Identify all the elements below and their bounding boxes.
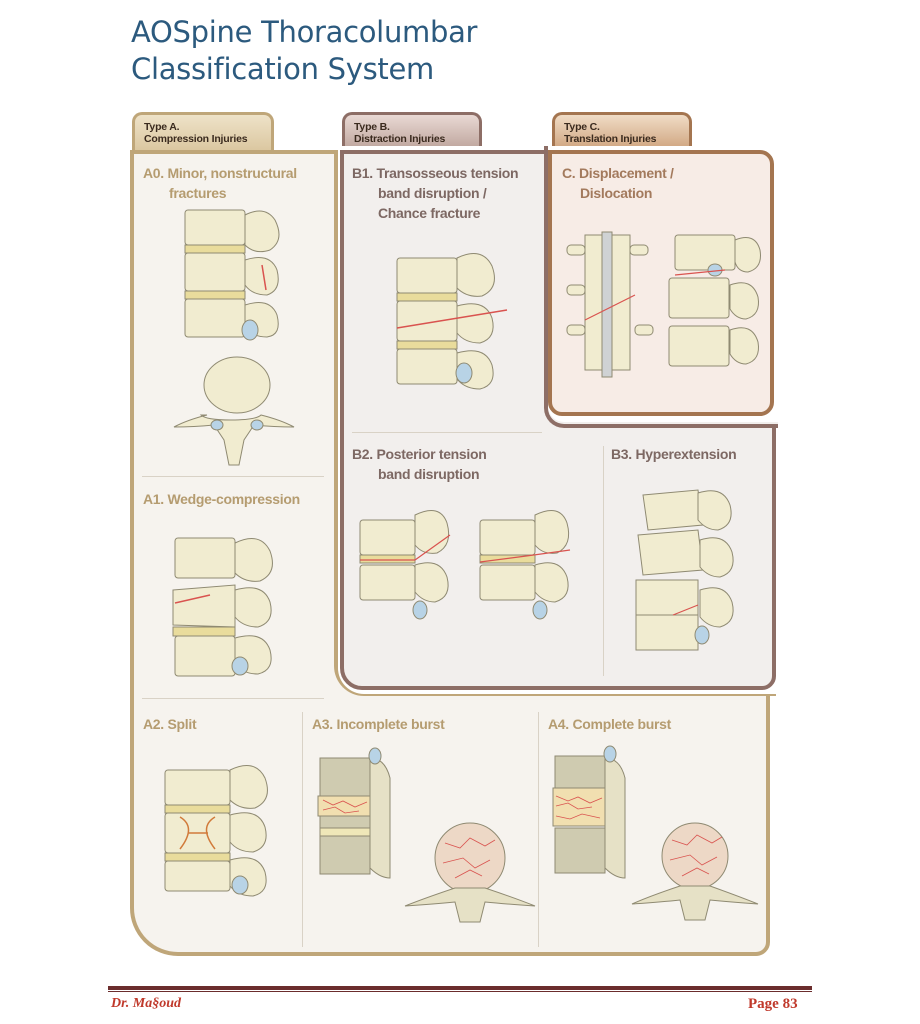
footer-rule-thin <box>108 991 812 992</box>
a1-wedge-spine-illustration <box>172 537 273 677</box>
b2-posterior-tension-illustration <box>359 510 571 620</box>
page-title-line2: Classification System <box>131 52 434 86</box>
subtype-a2-label: A2. Split <box>143 714 197 734</box>
tab-type-c-subtitle: Translation Injuries <box>564 133 657 145</box>
subtype-a4-label: A4. Complete burst <box>548 714 671 734</box>
subtype-text: Split <box>167 716 197 732</box>
divider <box>603 446 604 676</box>
a3-incomplete-burst-illustration <box>317 747 536 923</box>
tab-type-a-subtitle: Compression Injuries <box>144 133 248 145</box>
subtype-code: B1. <box>352 165 373 181</box>
page-title-line1: AOSpine Thoracolumbar <box>131 15 478 49</box>
subtype-text: Wedge-compression <box>167 491 300 507</box>
subtype-text: fractures <box>169 185 227 201</box>
subtype-a3-label: A3. Incomplete burst <box>312 714 445 734</box>
subtype-a0-label: A0. Minor, nonstructural fractures <box>143 163 297 203</box>
subtype-text: band disruption <box>378 466 480 482</box>
subtype-text: Transosseous tension <box>376 165 519 181</box>
divider <box>302 712 303 947</box>
divider <box>142 476 324 477</box>
subtype-text: Posterior tension <box>376 446 487 462</box>
subtype-text: Displacement / <box>579 165 674 181</box>
subtype-b1-label: B1. Transosseous tension band disruption… <box>352 163 519 223</box>
b1-chance-fracture-illustration <box>396 253 508 390</box>
subtype-code: B3. <box>611 446 632 462</box>
subtype-code: A2. <box>143 716 164 732</box>
a4-complete-burst-illustration <box>552 745 759 921</box>
subtype-code: A3. <box>312 716 333 732</box>
subtype-code: A4. <box>548 716 569 732</box>
page-title: AOSpine Thoracolumbar Classification Sys… <box>131 14 477 88</box>
subtype-b3-label: B3. Hyperextension <box>611 444 737 464</box>
subtype-b2-label: B2. Posterior tension band disruption <box>352 444 487 484</box>
c-dislocation-illustration <box>566 231 761 378</box>
subtype-text: Minor, nonstructural <box>167 165 297 181</box>
subtype-text: Hyperextension <box>635 446 737 462</box>
subtype-text: Dislocation <box>580 185 653 201</box>
divider <box>352 432 542 433</box>
subtype-text: band disruption / <box>378 185 487 201</box>
divider <box>142 698 324 699</box>
subtype-c-label: C. Displacement / Dislocation <box>562 163 674 203</box>
tab-type-b-title: Type B. <box>354 121 390 133</box>
subtype-code: A0. <box>143 165 164 181</box>
a0-lateral-spine-illustration <box>184 209 280 341</box>
subtype-text: Incomplete burst <box>336 716 445 732</box>
a2-split-spine-illustration <box>164 765 268 897</box>
tab-type-a-title: Type A. <box>144 121 180 133</box>
subtype-text: Complete burst <box>572 716 671 732</box>
subtype-text: Chance fracture <box>378 205 481 221</box>
footer-author: Dr. Ma§oud <box>111 996 182 1011</box>
footer-page-number: Page 83 <box>748 996 798 1012</box>
subtype-code: A1. <box>143 491 164 507</box>
footer-rule <box>108 986 812 990</box>
tab-type-c-title: Type C. <box>564 121 600 133</box>
divider <box>538 712 539 947</box>
subtype-code: B2. <box>352 446 373 462</box>
b3-hyperextension-illustration <box>635 489 734 651</box>
a0-axial-vertebra-illustration <box>173 356 295 466</box>
subtype-code: C. <box>562 165 576 181</box>
subtype-a1-label: A1. Wedge-compression <box>143 489 300 509</box>
tab-type-a: Type A. Compression Injuries <box>132 112 274 156</box>
tab-type-b-subtitle: Distraction Injuries <box>354 133 446 145</box>
